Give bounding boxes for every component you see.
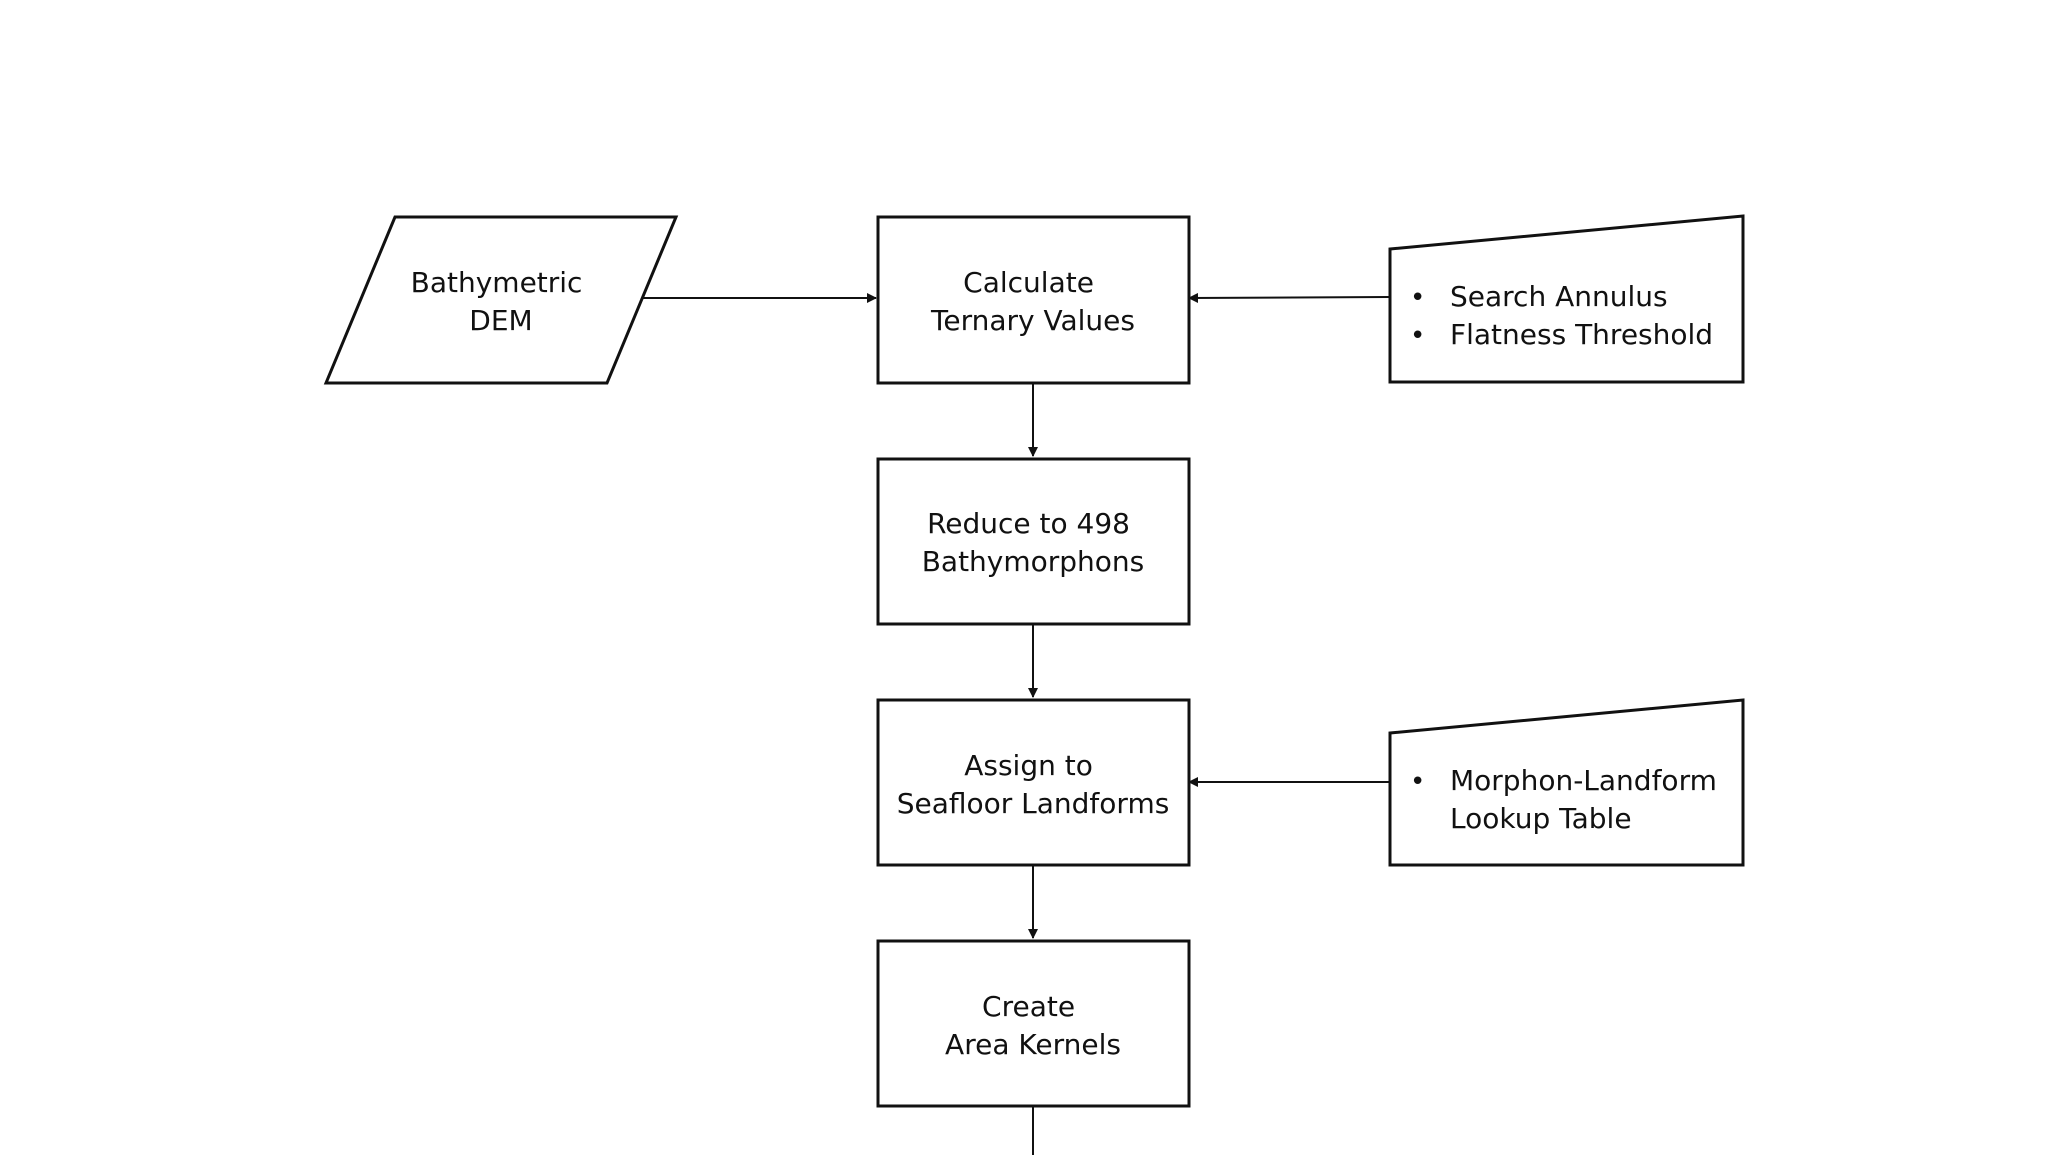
node-assign-seafloor-landforms: Assign to Seafloor Landforms [876,698,1191,867]
bullet-item-morphon-landform: Morphon-Landform Lookup Table [1450,764,1726,835]
bullet-item-flatness-threshold: Flatness Threshold [1450,318,1713,351]
process-box [876,698,1191,867]
node-label-line-2: DEM [469,304,532,337]
arrow-params-to-calculate [1188,292,1391,303]
node-label: Calculate Ternary Values [930,266,1135,337]
node-label-line-1: Reduce to 498 [927,507,1130,540]
node-label: Create Area Kernels [945,990,1121,1061]
node-label: Bathymetric DEM [411,266,592,337]
node-calculate-ternary-values: Calculate Ternary Values [876,215,1191,385]
node-create-area-kernels: Create Area Kernels [876,939,1191,1108]
node-label-line-2: Ternary Values [930,304,1135,337]
node-label-line-2: Bathymorphons [922,545,1145,578]
node-parameters-ternary: • Search Annulus • Flatness Threshold [1388,214,1745,384]
node-label-line-1: Calculate [963,266,1094,299]
bullet-line-1: Morphon-Landform [1450,764,1717,797]
bullet-item-search-annulus: Search Annulus [1450,280,1668,313]
bullet-line-2: Lookup Table [1450,802,1632,835]
node-label-line-2: Seafloor Landforms [897,787,1170,820]
data-input-shape [323,215,679,385]
node-label-line-1: Create [982,990,1075,1023]
node-label-line-1: Assign to [964,749,1093,782]
manual-input-shape [1388,698,1745,867]
manual-input-shape [1388,214,1745,384]
node-reduce-bathymorphons: Reduce to 498 Bathymorphons [876,457,1191,626]
bullet-glyph: • [1410,283,1425,313]
process-box [876,215,1191,385]
node-lookup-table: • Morphon-Landform Lookup Table [1388,698,1745,867]
connectors [640,292,1391,1155]
node-label: Reduce to 498 Bathymorphons [922,507,1145,578]
bullet-glyph: • [1410,321,1425,351]
node-label-line-1: Bathymetric [411,266,583,299]
node-label: Assign to Seafloor Landforms [897,749,1170,820]
bullet-glyph: • [1410,767,1425,797]
process-box [876,939,1191,1108]
node-bathymetric-dem: Bathymetric DEM [323,215,679,385]
node-label-line-2: Area Kernels [945,1028,1121,1061]
process-box [876,457,1191,626]
